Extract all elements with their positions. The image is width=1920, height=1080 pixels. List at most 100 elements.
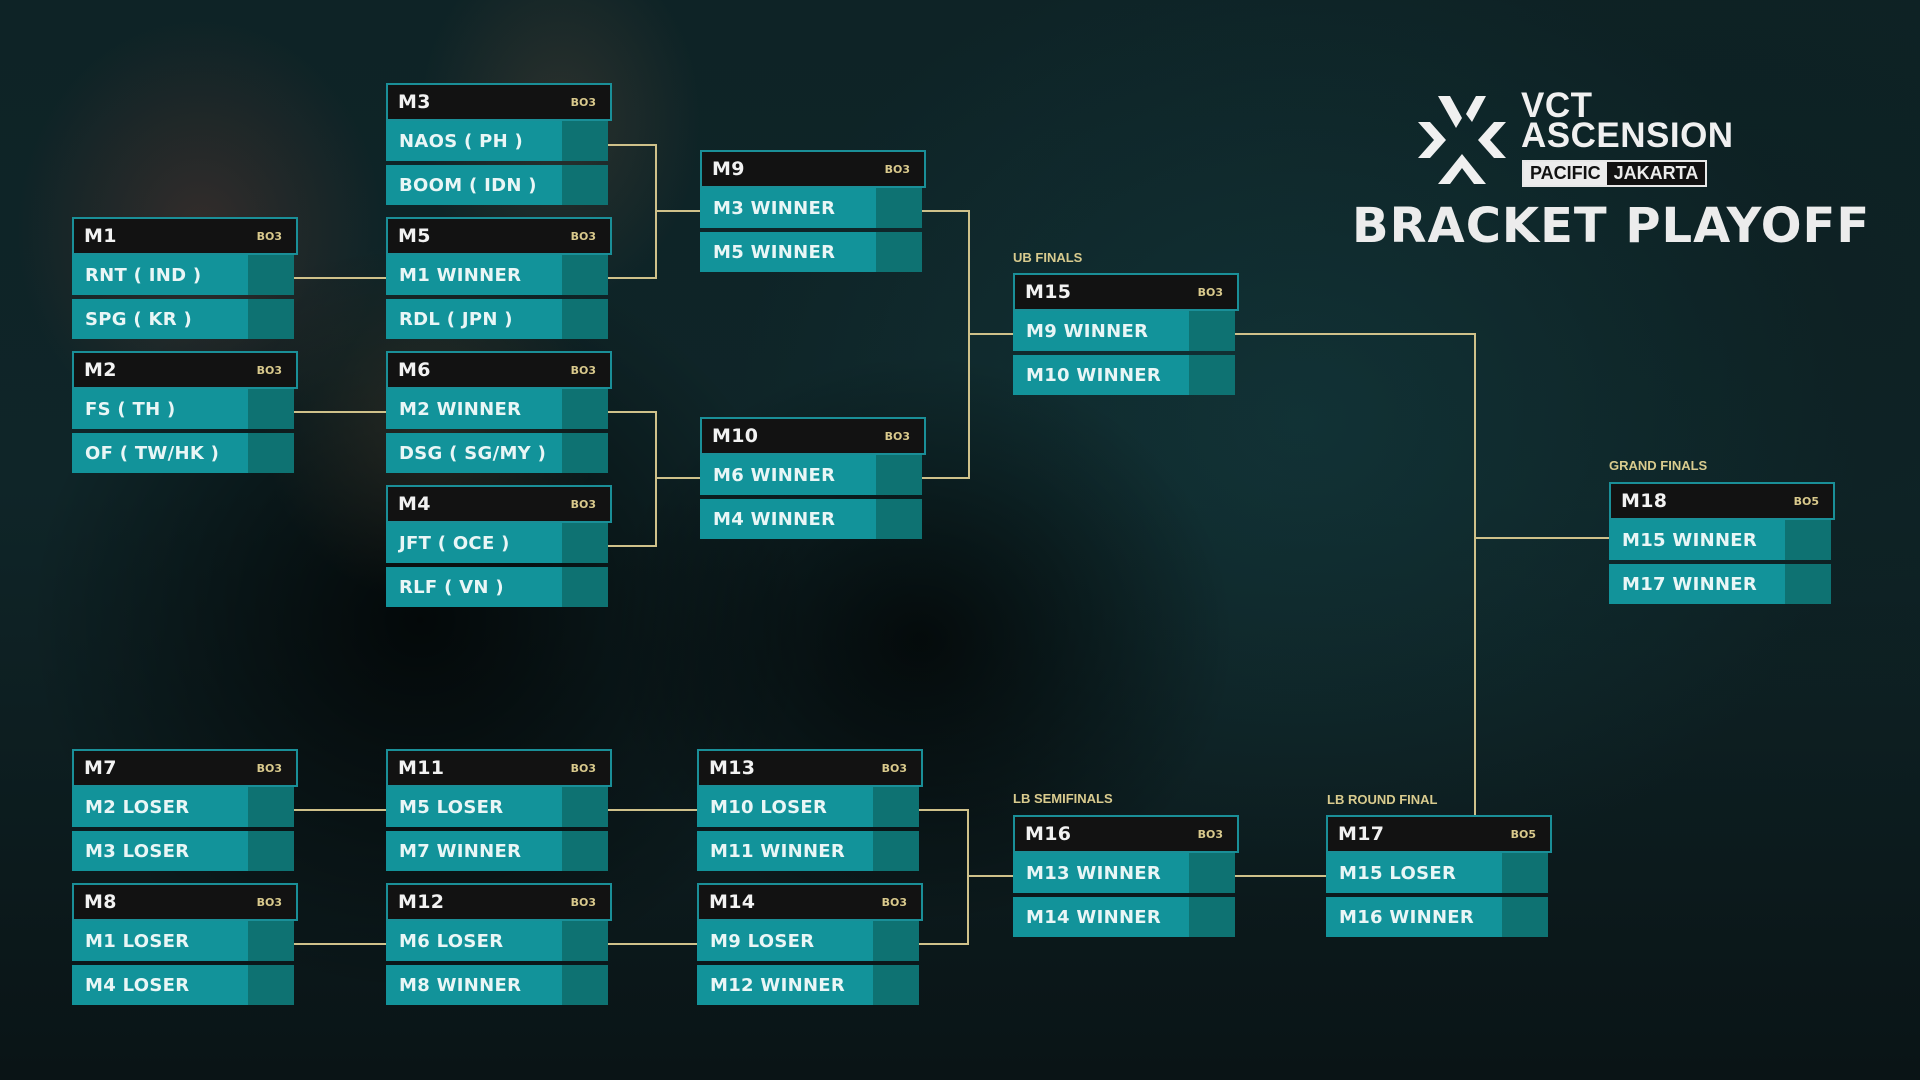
score-cell: [876, 188, 922, 228]
vct-logo-icon: [1418, 96, 1506, 184]
team-slot[interactable]: M16 WINNER: [1326, 897, 1548, 937]
connector-line: [294, 411, 387, 413]
region-badge: PACIFIC JAKARTA: [1522, 160, 1708, 187]
team-slot[interactable]: JFT ( OCE ): [386, 523, 608, 563]
team-slot[interactable]: RNT ( IND ): [72, 255, 294, 295]
brand-vct: VCT: [1521, 86, 1593, 125]
match-format: BO3: [570, 363, 596, 377]
team-slot[interactable]: M9 LOSER: [697, 921, 919, 961]
team-slot[interactable]: M6 WINNER: [700, 455, 922, 495]
match-id: M3: [398, 91, 431, 113]
score-cell: [248, 965, 294, 1005]
team-slot[interactable]: M1 LOSER: [72, 921, 294, 961]
team-slot[interactable]: M4 WINNER: [700, 499, 922, 539]
team-slot[interactable]: M12 WINNER: [697, 965, 919, 1005]
score-cell: [1189, 897, 1235, 937]
match-format: BO3: [884, 162, 910, 176]
team-slot[interactable]: RDL ( JPN ): [386, 299, 608, 339]
connector-line: [608, 809, 697, 811]
connector-line: [921, 477, 969, 479]
score-cell: [873, 965, 919, 1005]
team-slot[interactable]: BOOM ( IDN ): [386, 165, 608, 205]
score-cell: [562, 567, 608, 607]
team-slot[interactable]: M5 LOSER: [386, 787, 608, 827]
team-name: M12 WINNER: [697, 965, 873, 1005]
match-id: M16: [1025, 823, 1072, 845]
team-slot[interactable]: M7 WINNER: [386, 831, 608, 871]
team-slot[interactable]: DSG ( SG/MY ): [386, 433, 608, 473]
team-slot[interactable]: M5 WINNER: [700, 232, 922, 272]
connector-line: [294, 809, 387, 811]
team-slot[interactable]: M15 LOSER: [1326, 853, 1548, 893]
team-slot[interactable]: NAOS ( PH ): [386, 121, 608, 161]
connector-line: [655, 477, 700, 479]
team-slot[interactable]: FS ( TH ): [72, 389, 294, 429]
team-slot[interactable]: OF ( TW/HK ): [72, 433, 294, 473]
team-slot[interactable]: M15 WINNER: [1609, 520, 1831, 560]
team-slot[interactable]: M4 LOSER: [72, 965, 294, 1005]
match-format: BO3: [1197, 285, 1223, 299]
team-slot[interactable]: M3 LOSER: [72, 831, 294, 871]
team-slot[interactable]: M10 WINNER: [1013, 355, 1235, 395]
team-name: M6 LOSER: [386, 921, 562, 961]
team-slot[interactable]: RLF ( VN ): [386, 567, 608, 607]
match-format: BO3: [881, 895, 907, 909]
team-name: DSG ( SG/MY ): [386, 433, 562, 473]
team-name: M10 WINNER: [1013, 355, 1189, 395]
team-name: JFT ( OCE ): [386, 523, 562, 563]
team-slot[interactable]: M8 WINNER: [386, 965, 608, 1005]
match-id: M4: [398, 493, 431, 515]
team-name: M1 LOSER: [72, 921, 248, 961]
connector-line: [1234, 875, 1326, 877]
connector-line: [655, 210, 700, 212]
team-slot[interactable]: M9 WINNER: [1013, 311, 1235, 351]
match-id: M8: [84, 891, 117, 913]
team-slot[interactable]: M1 WINNER: [386, 255, 608, 295]
team-slot[interactable]: M6 LOSER: [386, 921, 608, 961]
team-slot[interactable]: M17 WINNER: [1609, 564, 1831, 604]
match-m4[interactable]: M4 BO3 JFT ( OCE ) RLF ( VN ): [386, 485, 612, 607]
match-id: M13: [709, 757, 756, 779]
team-slot[interactable]: SPG ( KR ): [72, 299, 294, 339]
team-slot[interactable]: M3 WINNER: [700, 188, 922, 228]
score-cell: [562, 921, 608, 961]
connector-line: [608, 411, 656, 413]
connector-line: [1234, 333, 1475, 335]
team-name: M2 WINNER: [386, 389, 562, 429]
team-slot[interactable]: M14 WINNER: [1013, 897, 1235, 937]
team-name: OF ( TW/HK ): [72, 433, 248, 473]
team-slot[interactable]: M13 WINNER: [1013, 853, 1235, 893]
team-name: M4 WINNER: [700, 499, 876, 539]
match-format: BO3: [570, 895, 596, 909]
match-format: BO3: [570, 497, 596, 511]
score-cell: [873, 921, 919, 961]
team-slot[interactable]: M2 WINNER: [386, 389, 608, 429]
team-slot[interactable]: M11 WINNER: [697, 831, 919, 871]
team-slot[interactable]: M10 LOSER: [697, 787, 919, 827]
match-id: M5: [398, 225, 431, 247]
team-slot[interactable]: M2 LOSER: [72, 787, 294, 827]
